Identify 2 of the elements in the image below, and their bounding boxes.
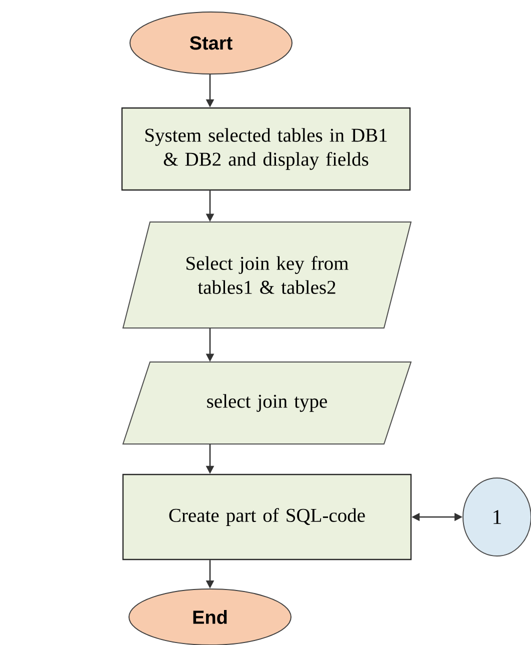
process-box: Create part of SQL-code (122, 474, 412, 560)
process-box: System selected tables in DB1 & DB2 and display fields (121, 107, 411, 191)
